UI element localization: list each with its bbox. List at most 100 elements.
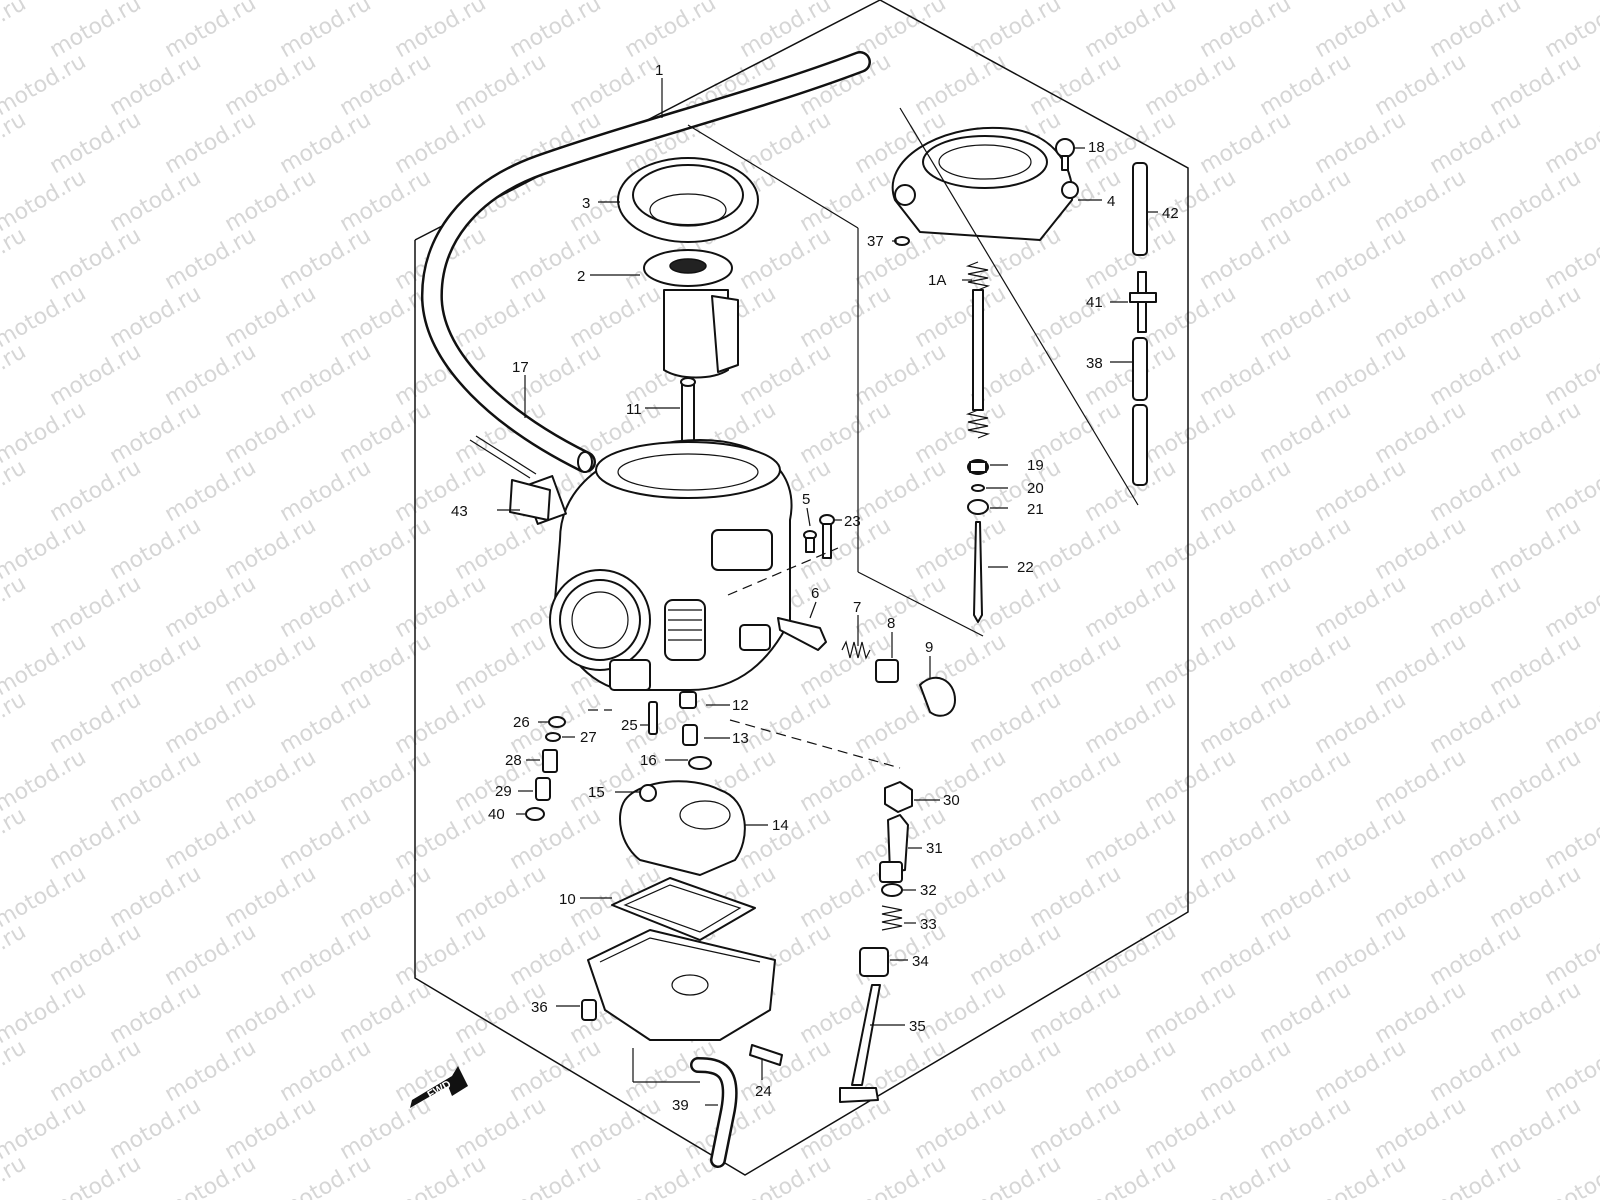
- watermark-text: motod.ru: [451, 629, 551, 701]
- watermark-text: motod.ru: [1141, 1093, 1241, 1165]
- watermark-text: motod.ru: [0, 455, 30, 527]
- watermark-text: motod.ru: [336, 861, 436, 933]
- watermark-text: motod.ru: [391, 687, 491, 759]
- callout-8: 8: [887, 615, 895, 632]
- watermark-text: motod.ru: [1371, 49, 1471, 121]
- callout-22: 22: [1017, 559, 1034, 576]
- drain-hose-part: [690, 1057, 738, 1168]
- watermark-text: motod.ru: [391, 0, 491, 63]
- watermark-text: motod.ru: [46, 1035, 146, 1107]
- watermark-text: motod.ru: [1311, 803, 1411, 875]
- watermark-text: motod.ru: [1426, 1151, 1526, 1200]
- watermark-text: motod.ru: [1311, 0, 1411, 63]
- callout-9: 9: [925, 639, 933, 656]
- watermark-text: motod.ru: [1081, 803, 1181, 875]
- watermark-text: motod.ru: [106, 397, 206, 469]
- watermark-text: motod.ru: [911, 977, 1011, 1049]
- callout-31: 31: [926, 840, 943, 857]
- callout-40: 40: [488, 806, 505, 823]
- watermark-text: motod.ru: [46, 455, 146, 527]
- callout-19: 19: [1027, 457, 1044, 474]
- throttle-screw-part: [803, 514, 835, 559]
- callout-38: 38: [1086, 355, 1103, 372]
- watermark-text: motod.ru: [736, 1151, 836, 1200]
- watermark-text: motod.ru: [911, 1093, 1011, 1165]
- watermark-text: motod.ru: [221, 513, 321, 585]
- watermark-text: motod.ru: [1311, 223, 1411, 295]
- watermark-text: motod.ru: [1426, 803, 1526, 875]
- watermark-text: motod.ru: [451, 1093, 551, 1165]
- watermark-text: motod.ru: [796, 281, 896, 353]
- callout-33: 33: [920, 916, 937, 933]
- watermark-text: motod.ru: [1196, 339, 1296, 411]
- watermark-text: motod.ru: [1256, 745, 1356, 817]
- watermark-text: motod.ru: [736, 687, 836, 759]
- callout-43: 43: [451, 503, 468, 520]
- watermark-text: motod.ru: [391, 803, 491, 875]
- watermark-text: motod.ru: [1311, 687, 1411, 759]
- watermark-text: motod.ru: [391, 919, 491, 991]
- watermark-text: motod.ru: [1141, 629, 1241, 701]
- callout-30: 30: [943, 792, 960, 809]
- watermark-text: motod.ru: [106, 745, 206, 817]
- watermark-text: motod.ru: [1256, 281, 1356, 353]
- watermark-text: motod.ru: [966, 919, 1066, 991]
- watermark-text: motod.ru: [1426, 223, 1526, 295]
- watermark-text: motod.ru: [1256, 977, 1356, 1049]
- watermark-text: motod.ru: [46, 803, 146, 875]
- watermark-text: motod.ru: [46, 339, 146, 411]
- watermark-text: motod.ru: [851, 339, 951, 411]
- callout-7: 7: [853, 599, 861, 616]
- watermark-text: motod.ru: [1486, 513, 1586, 585]
- watermark-text: motod.ru: [391, 107, 491, 179]
- watermark-text: motod.ru: [1196, 107, 1296, 179]
- watermark-text: motod.ru: [1256, 629, 1356, 701]
- watermark-text: motod.ru: [221, 1093, 321, 1165]
- watermark-text: motod.ru: [161, 107, 261, 179]
- watermark-text: motod.ru: [1486, 629, 1586, 701]
- watermark-text: motod.ru: [1426, 455, 1526, 527]
- watermark-text: motod.ru: [391, 455, 491, 527]
- watermark-text: motod.ru: [161, 803, 261, 875]
- watermark-text: motod.ru: [221, 745, 321, 817]
- watermark-text: motod.ru: [1256, 49, 1356, 121]
- watermark-text: motod.ru: [46, 1151, 146, 1200]
- watermark-text: motod.ru: [796, 397, 896, 469]
- needle-assembly-part: [965, 261, 991, 623]
- watermark-text: motod.ru: [336, 1093, 436, 1165]
- watermark-text: motod.ru: [566, 1093, 666, 1165]
- watermark-text: motod.ru: [1081, 571, 1181, 643]
- watermark-text: motod.ru: [736, 1035, 836, 1107]
- watermark-text: motod.ru: [966, 803, 1066, 875]
- callout-23: 23: [844, 513, 861, 530]
- watermark-text: motod.ru: [161, 1035, 261, 1107]
- watermark-text: motod.ru: [451, 861, 551, 933]
- watermark-text: motod.ru: [1371, 513, 1471, 585]
- watermark-text: motod.ru: [1486, 397, 1586, 469]
- callout-29: 29: [495, 783, 512, 800]
- watermark-text: motod.ru: [1081, 0, 1181, 63]
- watermark-text: motod.ru: [0, 803, 30, 875]
- watermark-text: motod.ru: [46, 223, 146, 295]
- watermark-text: motod.ru: [0, 919, 30, 991]
- watermark-text: motod.ru: [621, 1151, 721, 1200]
- watermark-text: motod.ru: [796, 165, 896, 237]
- watermark-text: motod.ru: [911, 513, 1011, 585]
- watermark-text: motod.ru: [161, 0, 261, 63]
- watermark-text: motod.ru: [276, 0, 376, 63]
- callout-leaders: [497, 78, 1158, 1106]
- watermark-text: motod.ru: [1141, 165, 1241, 237]
- watermark-text: motod.ru: [1486, 1093, 1586, 1165]
- callout-28: 28: [505, 752, 522, 769]
- callout-2: 2: [577, 268, 585, 285]
- callout-5: 5: [802, 491, 810, 508]
- watermark-text: motod.ru: [1426, 0, 1526, 63]
- watermark-text: motod.ru: [1196, 919, 1296, 991]
- float-bowl-part: [587, 929, 776, 1041]
- watermark-text: motod.ru: [221, 977, 321, 1049]
- callout-4: 4: [1107, 193, 1115, 210]
- watermark-text: motod.ru: [451, 49, 551, 121]
- watermark-text: motod.ru: [221, 629, 321, 701]
- watermark-text: motod.ru: [46, 0, 146, 63]
